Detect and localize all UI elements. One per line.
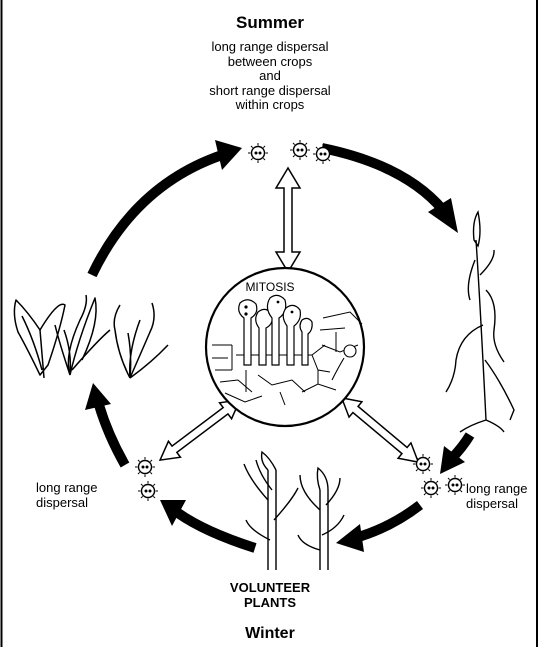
mitosis-label: MITOSIS [240, 281, 300, 294]
left-dispersal-label: long range dispersal [36, 481, 136, 510]
summer-spores [248, 140, 333, 164]
left-spores [135, 457, 158, 501]
arrowhead-to-volunteer [336, 524, 364, 552]
arrowhead-to-summer [215, 140, 242, 170]
arrow-to-volunteer [355, 505, 420, 538]
volunteer-plants [244, 452, 344, 570]
arrow-to-left-plants [99, 405, 125, 465]
young-plants [14, 295, 168, 378]
arrow-to-summer [92, 155, 222, 275]
double-arrow-right-mitosis [335, 390, 424, 470]
right-dispersal-label: long range dispersal [466, 482, 538, 511]
summer-dispersal-label: long range dispersal between crops and s… [170, 40, 370, 113]
arrowhead-to-left-plants [85, 383, 111, 410]
season-summer-label: Summer [170, 13, 370, 32]
season-winter-label: Winter [190, 625, 350, 643]
mature-wheat [446, 212, 514, 432]
double-arrow-summer-mitosis [276, 168, 300, 272]
volunteer-plants-label: VOLUNTEER PLANTS [200, 581, 340, 610]
arrow-to-wheat [322, 148, 443, 210]
arrow-to-left-spores [178, 513, 255, 548]
